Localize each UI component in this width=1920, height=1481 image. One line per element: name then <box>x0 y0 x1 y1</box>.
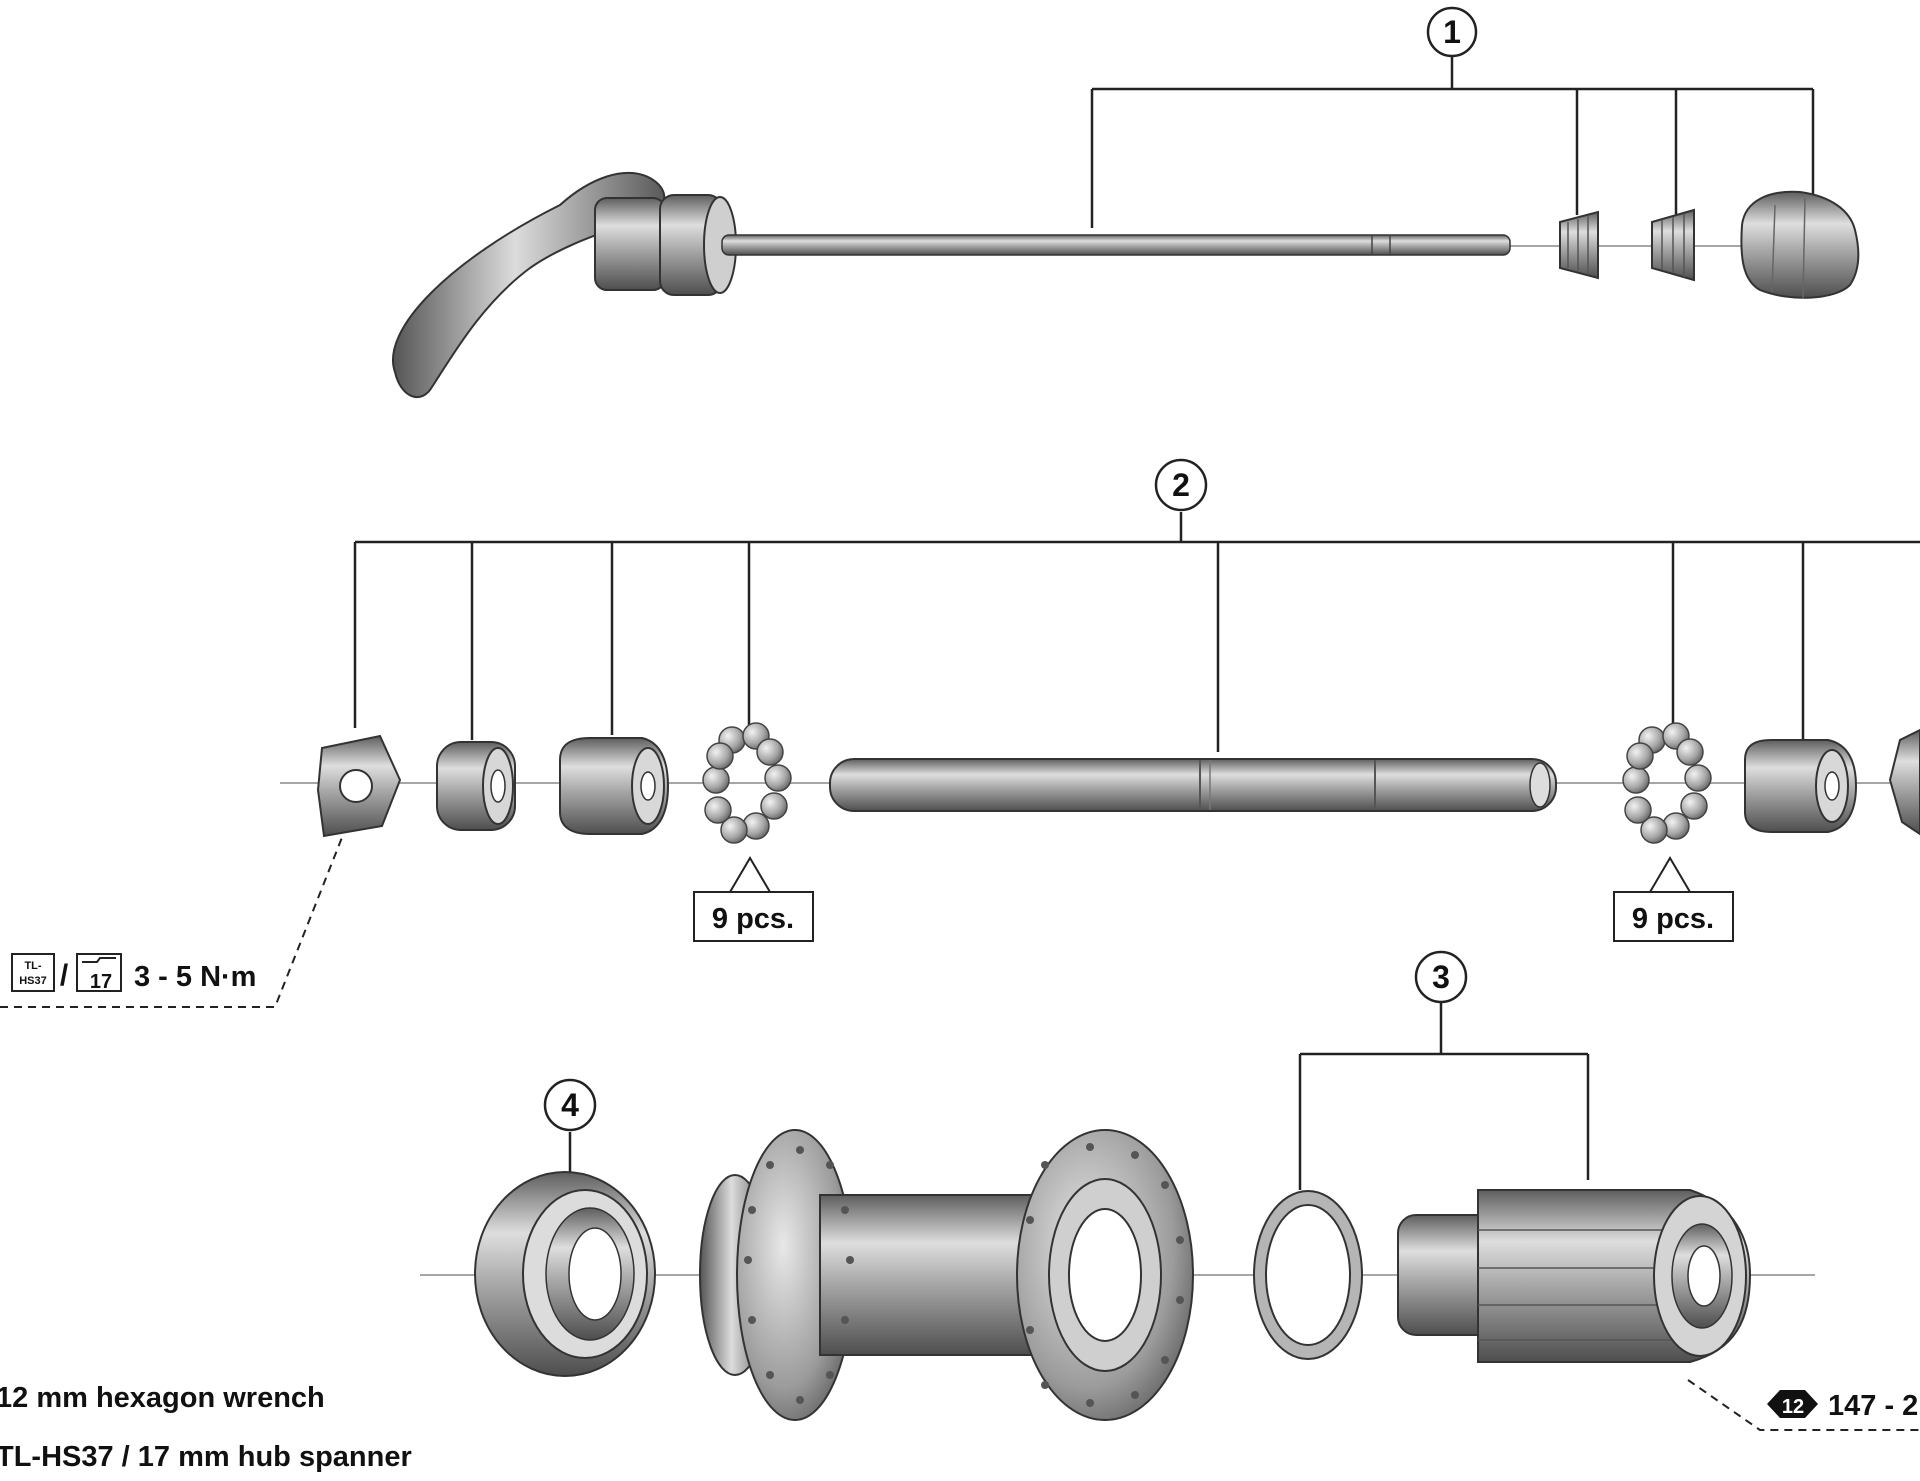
lock-nut-torque-annotation: TL- HS37 / 17 3 - 5 N·m <box>0 834 344 1008</box>
svg-text:4: 4 <box>561 1087 579 1123</box>
axle-spacer <box>436 741 516 831</box>
hub-axle <box>829 758 1557 812</box>
freehub-spacer-ring <box>1253 1190 1363 1360</box>
callout-1: 1 <box>1426 6 1478 58</box>
svg-text:2: 2 <box>1172 467 1190 503</box>
callout-3: 3 <box>1414 950 1468 1004</box>
ball-count-left: 9 pcs. <box>712 903 794 935</box>
freehub-torque-leader <box>1687 1379 1920 1431</box>
qr-adjusting-nut <box>1740 190 1860 299</box>
svg-text:1: 1 <box>1443 14 1461 50</box>
qr-spring-1 <box>1559 210 1599 280</box>
svg-text:HS37: HS37 <box>19 975 47 987</box>
ball-count-right: 9 pcs. <box>1632 903 1714 935</box>
spanner-17-icon: 17 <box>76 953 122 993</box>
svg-text:3: 3 <box>1432 959 1450 995</box>
bearing-balls-left <box>702 722 792 844</box>
callout-3-bracket <box>1298 1003 1590 1190</box>
axle-assembly <box>280 722 1920 844</box>
tool-legend: 12 mm hexagon wrench TL-HS37 / 17 mm hub… <box>0 1382 412 1473</box>
legend-hub-spanner: TL-HS37 / 17 mm hub spanner <box>0 1441 412 1473</box>
callout-4: 4 <box>543 1078 597 1132</box>
ball-count-left-callout: 9 pcs. <box>693 856 814 942</box>
freehub-torque: 147 - 2 <box>1828 1390 1918 1422</box>
qr-rod <box>721 234 1511 256</box>
callout-2: 2 <box>1154 458 1208 512</box>
svg-text:12: 12 <box>1782 1396 1804 1418</box>
tl-hs37-tool-icon: TL- HS37 <box>11 953 55 992</box>
svg-text:17: 17 <box>90 971 112 993</box>
hub-shell-row <box>420 1129 1920 1431</box>
legend-hex-wrench: 12 mm hexagon wrench <box>0 1382 325 1414</box>
freehub-body <box>1397 1189 1752 1363</box>
tool-separator: / <box>60 959 69 992</box>
hub-shell <box>699 1129 1194 1421</box>
freehub-torque-annotation: 12 147 - 2 <box>1767 1390 1918 1422</box>
qr-spring-2 <box>1651 208 1695 282</box>
hex-wrench-12-icon: 12 <box>1767 1390 1818 1418</box>
callout-1-bracket <box>1090 50 1815 228</box>
dust-cap <box>474 1171 656 1377</box>
axle-lock-nut <box>316 734 402 838</box>
axle-cone-right <box>1744 739 1858 833</box>
qr-cam-body <box>594 197 666 291</box>
axle-cone-left <box>559 737 670 835</box>
callout-2-bracket <box>353 512 1920 752</box>
ball-count-right-callout: 9 pcs. <box>1613 856 1734 942</box>
bearing-balls-right <box>1622 722 1712 844</box>
lock-nut-torque: 3 - 5 N·m <box>134 961 256 993</box>
axle-lock-nut-right <box>1888 728 1920 836</box>
quick-release-skewer <box>392 171 1860 398</box>
svg-text:TL-: TL- <box>24 960 41 972</box>
